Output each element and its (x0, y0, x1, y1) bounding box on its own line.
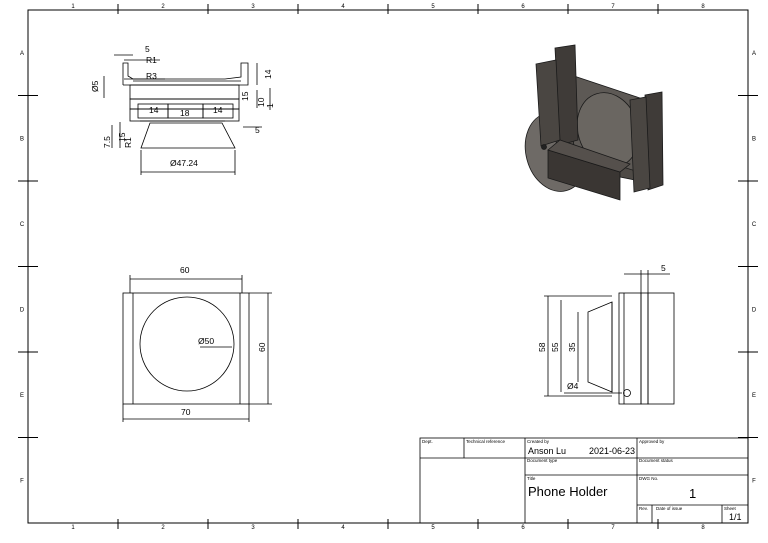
tb-sheet: 1/1 (729, 512, 742, 522)
dim-15-upper: 15 (240, 91, 250, 101)
right-back-plate (647, 292, 675, 405)
zone-row-label: A (752, 51, 756, 57)
tb-date-issue-label: Date of issue (656, 506, 683, 511)
zone-column-label: 6 (521, 4, 525, 10)
zone-column-label: 5 (431, 525, 435, 531)
dim-height-10: 10 (256, 97, 266, 107)
iso-pivot-hole (541, 144, 547, 150)
front-outline (122, 292, 250, 405)
dim-radius-r1: R1 (146, 55, 157, 65)
zone-column-label: 2 (161, 525, 165, 531)
right-thin-plate (640, 292, 649, 405)
zone-row-label: C (20, 222, 25, 228)
dim-height-7-5: 7.5 (102, 136, 112, 148)
tb-dwg-no: 1 (689, 486, 696, 501)
tb-doc-status-label: Document status (639, 458, 674, 463)
tb-approved-by-label: Approved by (639, 439, 665, 444)
tb-doc-type-label: Document type (527, 458, 558, 463)
zone-column-label: 8 (701, 4, 705, 10)
tb-created-by: Anson Lu (528, 446, 566, 456)
side-view-dims: 5 R1 R3 Ø5 14 15 14 18 14 10 1 5 7.5 15 … (90, 44, 275, 168)
dim-dia-4: Ø4 (567, 381, 579, 391)
iso-right-rail-lip (629, 96, 651, 193)
dim-slot-18: 18 (180, 108, 190, 118)
dim-height-1: 1 (265, 103, 275, 108)
zone-row-label: E (752, 393, 756, 399)
side-view (103, 54, 271, 175)
front-pad-circle (139, 296, 235, 392)
dim-height-60: 60 (257, 342, 267, 352)
zone-row-label: C (752, 222, 757, 228)
isometric-view (524, 44, 664, 201)
tb-dwg-label: DWG No. (639, 476, 658, 481)
dim-width-60: 60 (180, 265, 190, 275)
title-block (419, 437, 749, 524)
dim-height-58: 58 (537, 342, 547, 352)
title-block-text: Dept. Technical reference Created by Ans… (422, 439, 742, 522)
dim-offset-5: 5 (255, 125, 260, 135)
zone-column-label: 6 (521, 525, 525, 531)
zone-row-label: F (752, 478, 756, 484)
front-view (122, 275, 272, 422)
zone-column-label: 2 (161, 4, 165, 10)
dim-width-5: 5 (145, 44, 150, 54)
zone-row-label: B (752, 136, 756, 142)
right-view-dims: 5 58 55 35 Ø4 (537, 263, 666, 391)
zone-column-label: 4 (341, 525, 345, 531)
dim-offset-5-right: 5 (661, 263, 666, 273)
sheet-border (27, 9, 749, 524)
dim-radius-r1-lower: R1 (123, 137, 133, 148)
zone-column-label: 1 (71, 4, 75, 10)
zone-column-label: 3 (251, 4, 255, 10)
dim-dia-5: Ø5 (90, 80, 100, 92)
tb-rev-label: Rev. (639, 506, 648, 511)
zone-row-label: D (752, 307, 757, 313)
zone-column-label: 3 (251, 525, 255, 531)
tb-tech-ref-label: Technical reference (466, 439, 506, 444)
dim-dia-50: Ø50 (198, 336, 214, 346)
tb-title: Phone Holder (528, 484, 608, 499)
dim-height-15: 15 (117, 132, 127, 142)
right-pad (587, 301, 613, 393)
zone-column-label: 7 (611, 4, 615, 10)
suction-pad (140, 122, 236, 149)
dim-dia-47-24: Ø47.24 (170, 158, 198, 168)
zone-row-label: B (20, 136, 24, 142)
zone-row-label: A (20, 51, 24, 57)
tb-date: 2021-06-23 (589, 446, 635, 456)
zone-row-label: D (20, 307, 25, 313)
zone-column-label: 5 (431, 4, 435, 10)
dim-height-55: 55 (550, 342, 560, 352)
zone-column-label: 1 (71, 525, 75, 531)
tb-title-label: Title (527, 476, 536, 481)
dim-radius-r3: R3 (146, 71, 157, 81)
zone-row-label: E (20, 393, 24, 399)
right-view (544, 270, 675, 405)
zone-column-label: 8 (701, 525, 705, 531)
tb-created-by-label: Created by (527, 439, 550, 444)
front-view-dims: 60 Ø50 60 70 (180, 265, 267, 417)
zone-marks (18, 4, 758, 529)
zone-column-label: 4 (341, 4, 345, 10)
clip-profile (122, 62, 249, 86)
iso-base-side (547, 139, 631, 173)
dim-width-70: 70 (181, 407, 191, 417)
dim-height-35: 35 (567, 342, 577, 352)
dim-slot-14-left: 14 (149, 105, 159, 115)
title-block-frame (419, 437, 749, 524)
tb-sheet-label: Sheet (724, 506, 737, 511)
slot-right (202, 103, 234, 119)
dim-height-14: 14 (263, 69, 273, 79)
right-pivot-hole (623, 389, 631, 397)
right-body (618, 292, 642, 405)
tb-dept-label: Dept. (422, 439, 433, 444)
zone-row-label: F (20, 478, 24, 484)
body-upper (129, 84, 240, 100)
zone-column-label: 7 (611, 525, 615, 531)
dim-slot-14-right: 14 (213, 105, 223, 115)
